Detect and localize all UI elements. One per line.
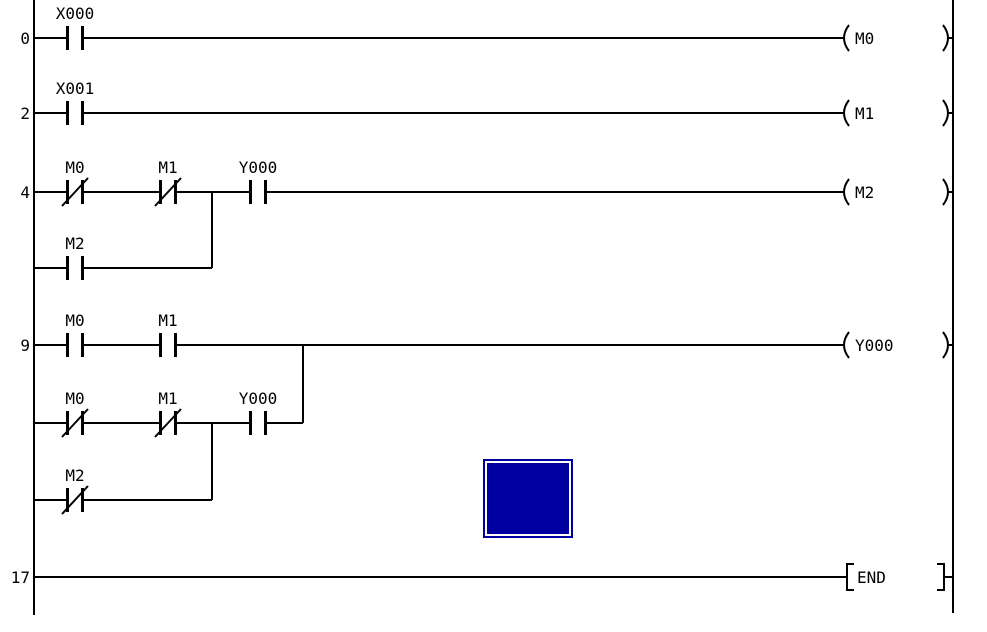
- contact-label: M0: [65, 389, 84, 408]
- contact-gap: [69, 111, 81, 115]
- instruction-close-bracket: [937, 563, 945, 591]
- contact-gap: [252, 190, 264, 194]
- contact-X000-normally-open[interactable]: X000: [56, 4, 95, 50]
- coil-open-paren: [843, 24, 850, 52]
- edit-cursor[interactable]: [483, 459, 573, 538]
- contact-label: M1: [158, 158, 177, 177]
- step-number: 2: [20, 104, 30, 123]
- coil-M0[interactable]: M0: [843, 24, 953, 52]
- contact-M0-normally-closed[interactable]: M0: [61, 389, 89, 438]
- contact-label: M1: [158, 311, 177, 330]
- contact-gap: [69, 343, 81, 347]
- contact-label: M0: [65, 311, 84, 330]
- step-number: 9: [20, 336, 30, 355]
- contact-gap: [252, 421, 264, 425]
- contact-M2-normally-closed[interactable]: M2: [61, 466, 89, 515]
- step-number: 4: [20, 183, 30, 202]
- contact-gap: [69, 36, 81, 40]
- contact-label: M0: [65, 158, 84, 177]
- contact-gap: [162, 343, 174, 347]
- contact-M1-normally-closed[interactable]: M1: [154, 158, 182, 207]
- contact-label: M2: [65, 234, 84, 253]
- contact-M1-normally-open[interactable]: M1: [158, 311, 178, 357]
- contact-Y000-normally-open[interactable]: Y000: [239, 389, 278, 435]
- edit-cursor-inner-border: [485, 461, 571, 536]
- coil-label: M0: [855, 29, 874, 48]
- coil-label: Y000: [855, 336, 894, 355]
- step-number: 17: [11, 568, 30, 587]
- nc-slash: [154, 408, 182, 438]
- coil-label: M1: [855, 104, 874, 123]
- contact-label: Y000: [239, 158, 278, 177]
- coil-Y000[interactable]: Y000: [843, 331, 953, 359]
- contact-label: M2: [65, 466, 84, 485]
- coil-open-paren: [843, 99, 850, 127]
- instruction-label: END: [857, 568, 886, 587]
- step-number: 0: [20, 29, 30, 48]
- contact-X001-normally-open[interactable]: X001: [56, 79, 95, 125]
- contact-label: X001: [56, 79, 95, 98]
- contact-Y000-normally-open[interactable]: Y000: [239, 158, 278, 204]
- nc-slash: [154, 177, 182, 207]
- nc-slash: [61, 485, 89, 515]
- contact-M0-normally-open[interactable]: M0: [65, 311, 85, 357]
- contact-label: Y000: [239, 389, 278, 408]
- contact-M1-normally-closed[interactable]: M1: [154, 389, 182, 438]
- coil-open-paren: [843, 331, 850, 359]
- contact-label: X000: [56, 4, 95, 23]
- coil-M1[interactable]: M1: [843, 99, 953, 127]
- contact-label: M1: [158, 389, 177, 408]
- rung-step-17: 17 END: [11, 563, 953, 591]
- instruction-END[interactable]: END: [846, 563, 953, 591]
- nc-slash: [61, 408, 89, 438]
- contact-M0-normally-closed[interactable]: M0: [61, 158, 89, 207]
- contact-gap: [69, 266, 81, 270]
- contact-M2-normally-open[interactable]: M2: [65, 234, 85, 280]
- instruction-open-bracket: [846, 563, 854, 591]
- coil-open-paren: [843, 178, 850, 206]
- coil-label: M2: [855, 183, 874, 202]
- nc-slash: [61, 177, 89, 207]
- coil-M2[interactable]: M2: [843, 178, 953, 206]
